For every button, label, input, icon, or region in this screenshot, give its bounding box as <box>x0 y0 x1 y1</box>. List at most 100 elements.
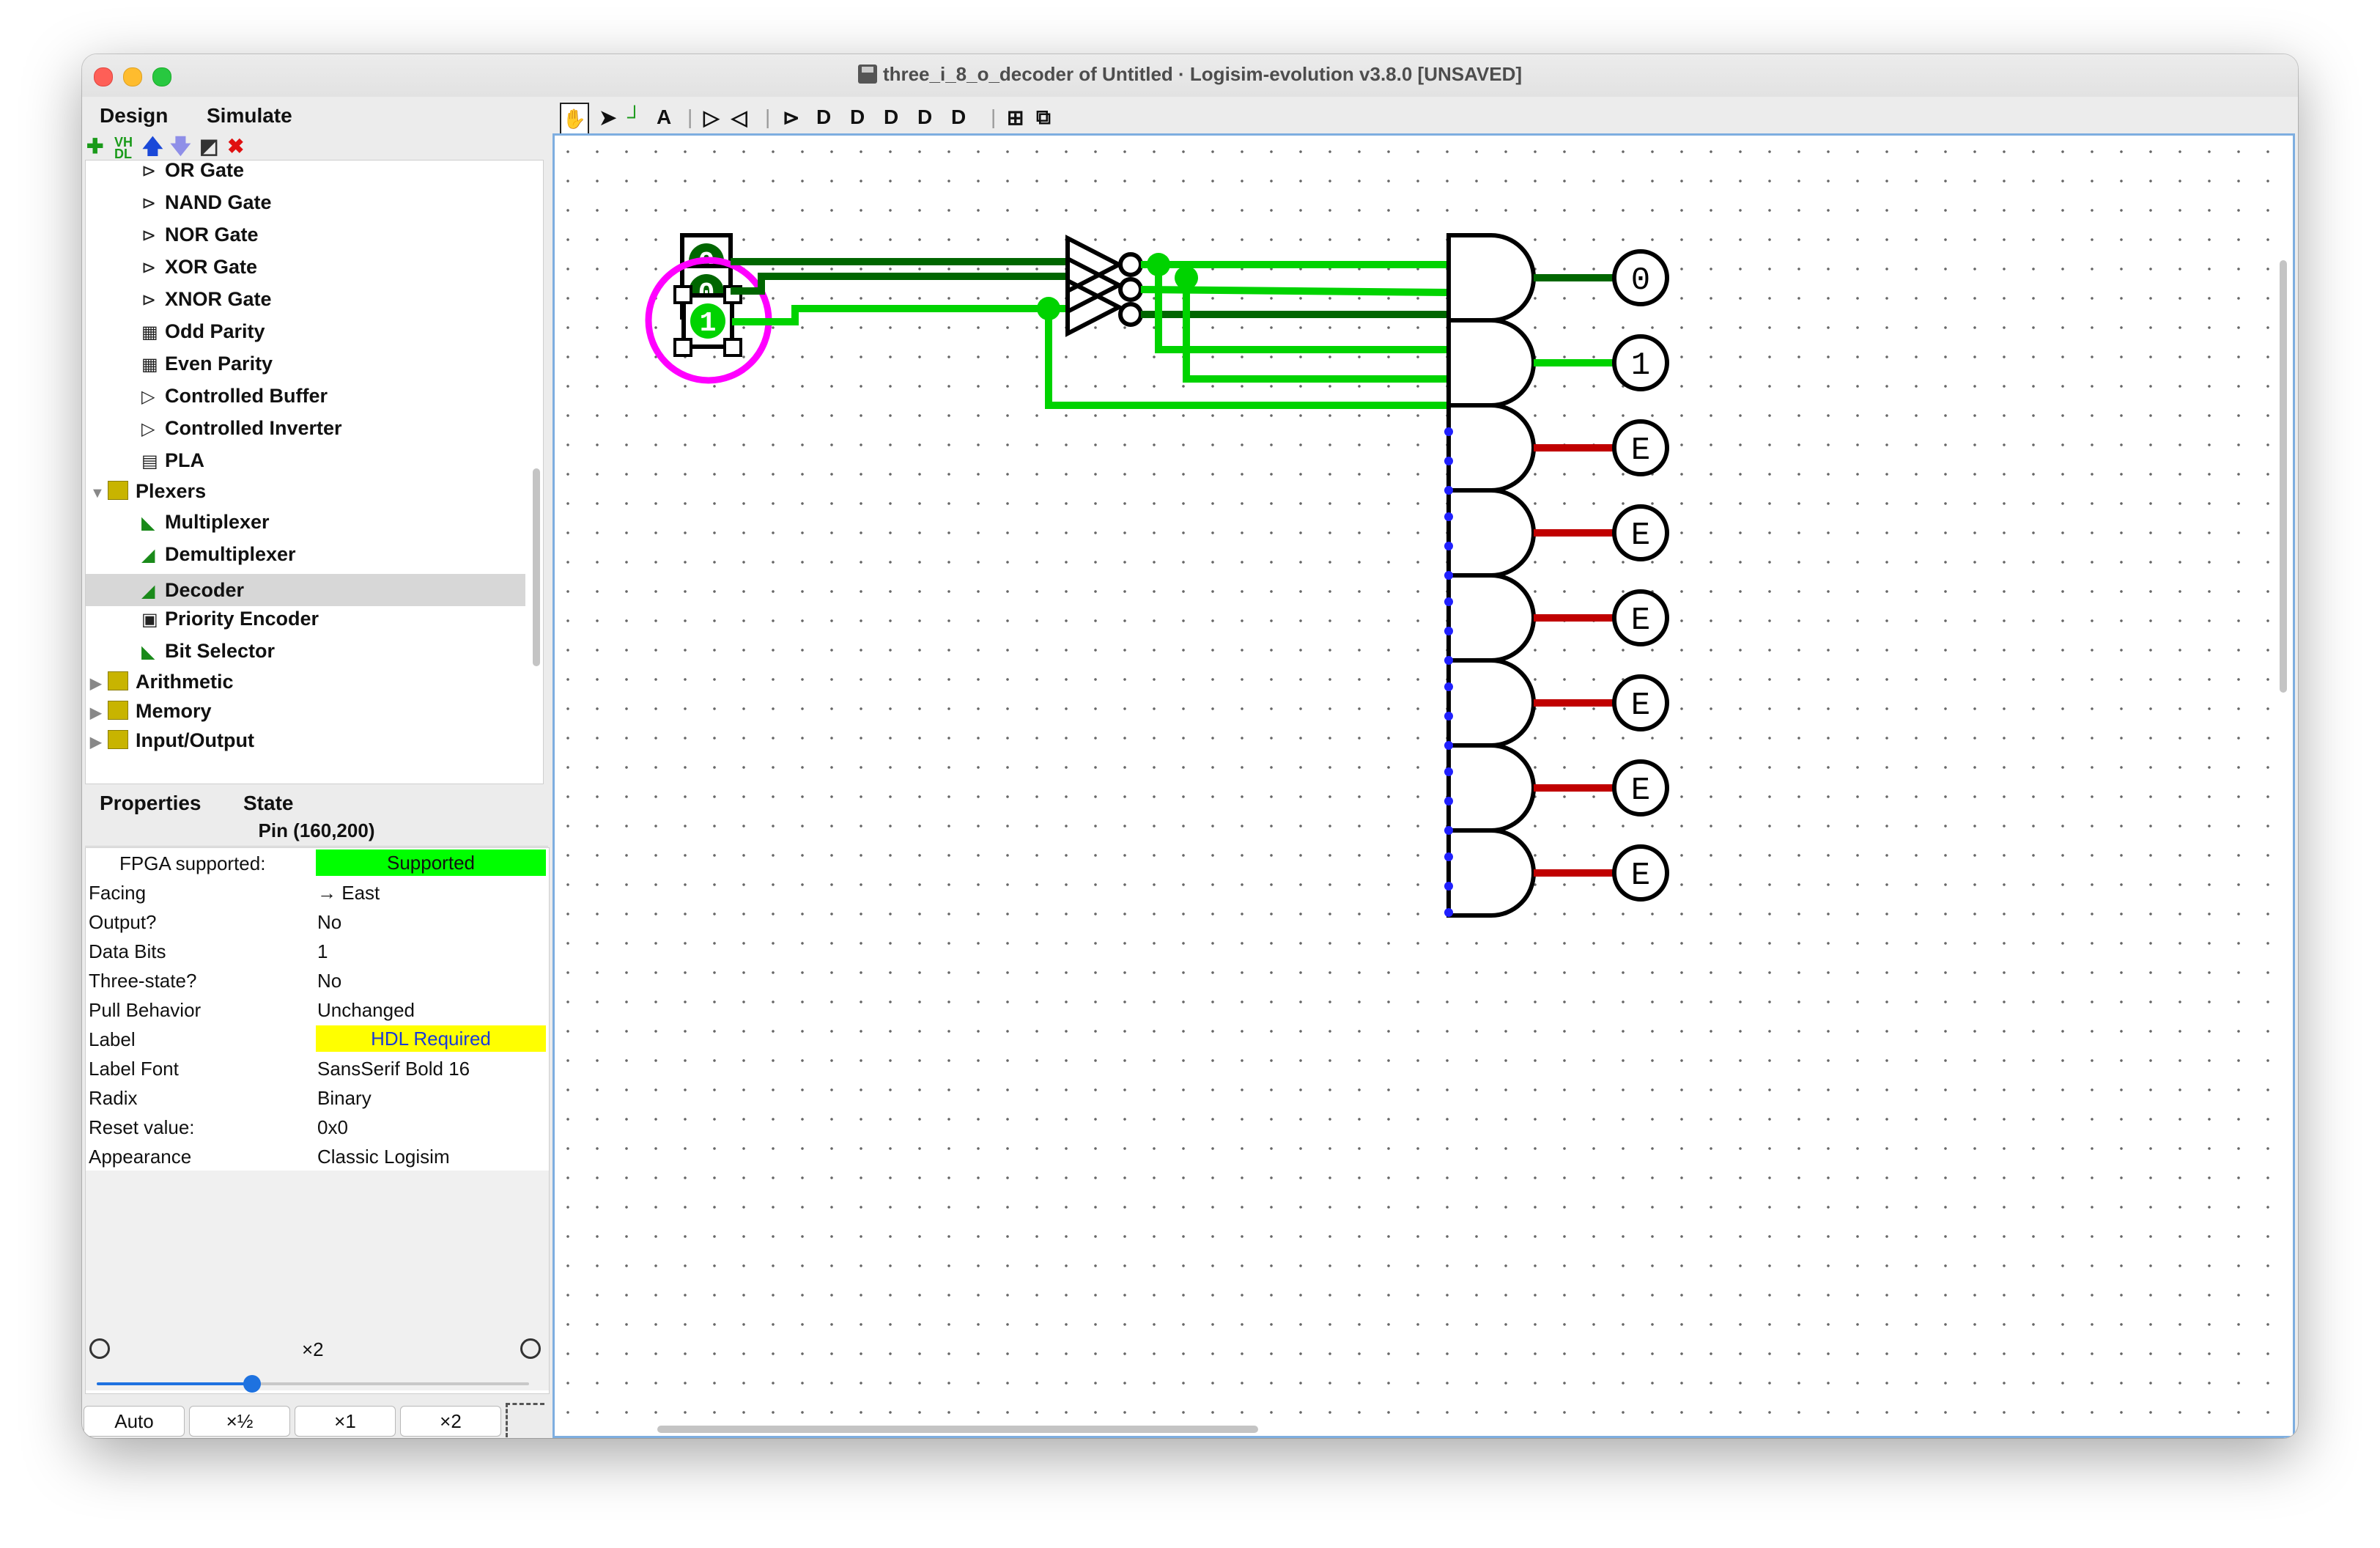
tree-item-controlled-buffer[interactable]: ▷Controlled Buffer <box>141 385 328 414</box>
property-row-facing[interactable]: Facing → East <box>86 877 549 907</box>
tree-item-or-gate[interactable]: ⊳OR Gate <box>141 161 244 188</box>
zoom-button[interactable] <box>152 67 171 86</box>
tree-item-priority-encoder[interactable]: ▣Priority Encoder <box>141 608 319 637</box>
zoom-half-button[interactable]: ×½ <box>189 1406 290 1437</box>
property-value[interactable]: Binary <box>317 1087 372 1109</box>
tree-item-odd-parity[interactable]: ▦Odd Parity <box>141 320 265 350</box>
property-value[interactable]: SansSerif Bold 16 <box>317 1058 470 1080</box>
property-row-data-bits[interactable]: Data Bits 1 <box>86 936 549 965</box>
expanded-caret-icon[interactable]: ▼ <box>90 485 105 501</box>
wiring-tool-icon[interactable]: ┘ <box>627 106 642 128</box>
output-pin-6[interactable]: E <box>1612 759 1669 817</box>
tree-item-decoder[interactable]: ◢Decoder <box>86 574 525 606</box>
select-tool-icon[interactable]: ➤ <box>599 106 617 129</box>
tree-folder-memory[interactable]: ▶Memory <box>90 700 212 729</box>
zoom-2x-button[interactable]: ×2 <box>400 1406 501 1437</box>
output-pin-0[interactable]: 0 <box>1612 249 1669 306</box>
nor-gate-icon[interactable]: D <box>951 106 967 128</box>
property-row-output[interactable]: Output? No <box>86 907 549 936</box>
tree-item-nand-gate[interactable]: ⊳NAND Gate <box>141 191 272 221</box>
property-value[interactable]: → East <box>317 882 380 904</box>
move-down-icon[interactable]: 🡇 <box>170 135 191 158</box>
xnor-gate-icon: ⊳ <box>141 290 157 310</box>
canvas-vertical-scrollbar[interactable] <box>2280 260 2287 693</box>
or-gate-icon[interactable]: D <box>850 106 865 128</box>
tree-item-demultiplexer[interactable]: ◢Demultiplexer <box>141 543 296 572</box>
tab-design[interactable]: Design <box>100 104 169 127</box>
zoom-1x-button[interactable]: ×1 <box>295 1406 396 1437</box>
tree-item-label: NOR Gate <box>165 224 259 246</box>
toolbar-separator: | <box>765 106 771 128</box>
zoom-in-icon[interactable] <box>520 1338 541 1359</box>
property-value[interactable]: 1 <box>317 940 328 962</box>
resize-grip-icon[interactable] <box>506 1403 544 1437</box>
tree-item-pla[interactable]: ▤PLA <box>141 449 204 479</box>
tab-simulate[interactable]: Simulate <box>207 104 292 127</box>
not-gate-icon[interactable]: ⊳ <box>783 106 800 129</box>
output-pin-5[interactable]: E <box>1612 674 1669 731</box>
poke-tool-icon[interactable]: ✋ <box>560 103 589 135</box>
property-value[interactable]: Unchanged <box>317 999 415 1021</box>
add-circuit-icon[interactable]: ✚ <box>86 135 104 158</box>
close-button[interactable] <box>94 67 113 86</box>
input-pin-icon[interactable]: ▷ <box>703 106 720 129</box>
minimize-button[interactable] <box>123 67 142 86</box>
property-value[interactable]: 0x0 <box>317 1116 348 1138</box>
input-pin-2-selected[interactable]: 1 <box>645 257 772 384</box>
tree-item-label: Multiplexer <box>165 511 270 533</box>
tree-item-label: XOR Gate <box>165 256 258 278</box>
edit-appearance-icon[interactable]: ◩ <box>199 135 219 158</box>
tree-item-bit-selector[interactable]: ◣Bit Selector <box>141 640 275 669</box>
property-row-label[interactable]: Label HDL Required <box>86 1024 549 1053</box>
tree-item-nor-gate[interactable]: ⊳NOR Gate <box>141 224 259 253</box>
zoom-auto-button[interactable]: Auto <box>84 1406 185 1437</box>
output-pin-3[interactable]: E <box>1612 504 1669 561</box>
property-row-reset-value[interactable]: Reset value: 0x0 <box>86 1112 549 1141</box>
nand-gate-icon[interactable]: D <box>917 106 933 128</box>
property-value[interactable]: No <box>317 970 342 992</box>
label-field[interactable]: HDL Required <box>316 1025 546 1052</box>
tree-item-xnor-gate[interactable]: ⊳XNOR Gate <box>141 288 272 317</box>
property-row-radix[interactable]: Radix Binary <box>86 1083 549 1112</box>
simulation-layout-icon[interactable]: ⊞ <box>1007 106 1024 129</box>
tree-scrollbar[interactable] <box>533 468 540 666</box>
property-row-three-state[interactable]: Three-state? No <box>86 965 549 995</box>
tree-folder-plexers[interactable]: ▼Plexers <box>90 480 206 509</box>
property-row-fpga: FPGA supported: Supported <box>86 848 549 877</box>
collapsed-caret-icon[interactable]: ▶ <box>90 705 102 721</box>
tree-item-even-parity[interactable]: ▦Even Parity <box>141 353 273 382</box>
and-gate-icon[interactable]: D <box>816 106 832 128</box>
property-row-pull-behavior[interactable]: Pull Behavior Unchanged <box>86 995 549 1024</box>
tab-properties[interactable]: Properties <box>100 792 202 814</box>
zoom-slider-track[interactable] <box>97 1375 529 1393</box>
circuit-canvas[interactable]: 0 0 1 <box>552 133 2295 1438</box>
tree-item-controlled-inverter[interactable]: ▷Controlled Inverter <box>141 417 342 446</box>
property-row-appearance[interactable]: Appearance Classic Logisim <box>86 1141 549 1171</box>
xor-gate-icon[interactable]: D <box>884 106 899 128</box>
canvas-horizontal-scrollbar[interactable] <box>657 1426 1258 1433</box>
output-pin-1[interactable]: 1 <box>1612 334 1669 391</box>
tree-folder-input-output[interactable]: ▶Input/Output <box>90 729 254 759</box>
collapsed-caret-icon[interactable]: ▶ <box>90 676 102 692</box>
delete-circuit-icon[interactable]: ✖ <box>227 135 245 158</box>
tree-item-multiplexer[interactable]: ◣Multiplexer <box>141 511 270 540</box>
output-pin-2[interactable]: E <box>1612 419 1669 476</box>
tab-state[interactable]: State <box>243 792 294 814</box>
tree-item-xor-gate[interactable]: ⊳XOR Gate <box>141 256 257 285</box>
tree-folder-arithmetic[interactable]: ▶Arithmetic <box>90 671 234 700</box>
property-row-label-font[interactable]: Label Font SansSerif Bold 16 <box>86 1053 549 1083</box>
property-value[interactable]: No <box>317 911 342 933</box>
title-bar: three_i_8_o_decoder of Untitled · Logisi… <box>82 54 2298 97</box>
collapsed-caret-icon[interactable]: ▶ <box>90 734 102 751</box>
move-up-icon[interactable]: 🡅 <box>142 135 163 158</box>
appearance-layout-icon[interactable]: ⧉ <box>1036 106 1051 128</box>
or-gate-icon: ⊳ <box>141 161 157 181</box>
zoom-slider-knob[interactable] <box>243 1375 262 1393</box>
output-pin-4[interactable]: E <box>1612 589 1669 646</box>
property-value[interactable]: Classic Logisim <box>317 1146 450 1168</box>
output-pin-7[interactable]: E <box>1612 844 1669 902</box>
output-pin-icon[interactable]: ◁ <box>731 106 747 129</box>
text-tool-icon[interactable]: A <box>657 106 672 128</box>
zoom-out-icon[interactable] <box>89 1338 110 1359</box>
